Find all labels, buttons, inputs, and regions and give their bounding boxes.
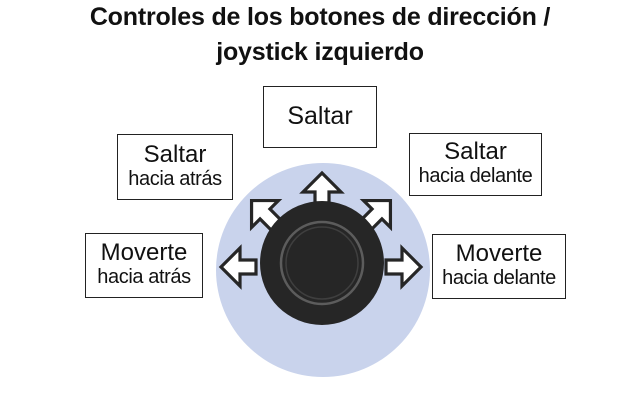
arrow-left-icon (218, 244, 258, 290)
label-jump-forward: Saltar hacia delante (409, 133, 542, 196)
label-move-back-line2: hacia atrás (97, 266, 191, 288)
label-move-forward-line1: Moverte (455, 240, 543, 267)
label-move-forward-line2: hacia delante (442, 267, 556, 289)
title-line-2: joystick izquierdo (216, 38, 424, 66)
label-jump-forward-line1: Saltar (444, 138, 507, 165)
label-jump: Saltar (263, 86, 377, 148)
label-jump-back: Saltar hacia atrás (117, 134, 233, 200)
diagram-title: Controles de los botones de dirección / … (0, 0, 640, 70)
label-jump-text: Saltar (287, 102, 353, 130)
label-jump-back-line1: Saltar (143, 141, 207, 168)
arrow-right-icon (384, 244, 424, 290)
joystick-icon (260, 201, 384, 325)
label-move-back-line1: Moverte (100, 239, 188, 266)
label-jump-back-line2: hacia atrás (128, 168, 222, 190)
label-move-back: Moverte hacia atrás (85, 233, 203, 298)
label-move-forward: Moverte hacia delante (432, 234, 566, 299)
title-line-1: Controles de los botones de dirección / (89, 3, 551, 31)
label-jump-forward-line2: hacia delante (418, 165, 533, 187)
